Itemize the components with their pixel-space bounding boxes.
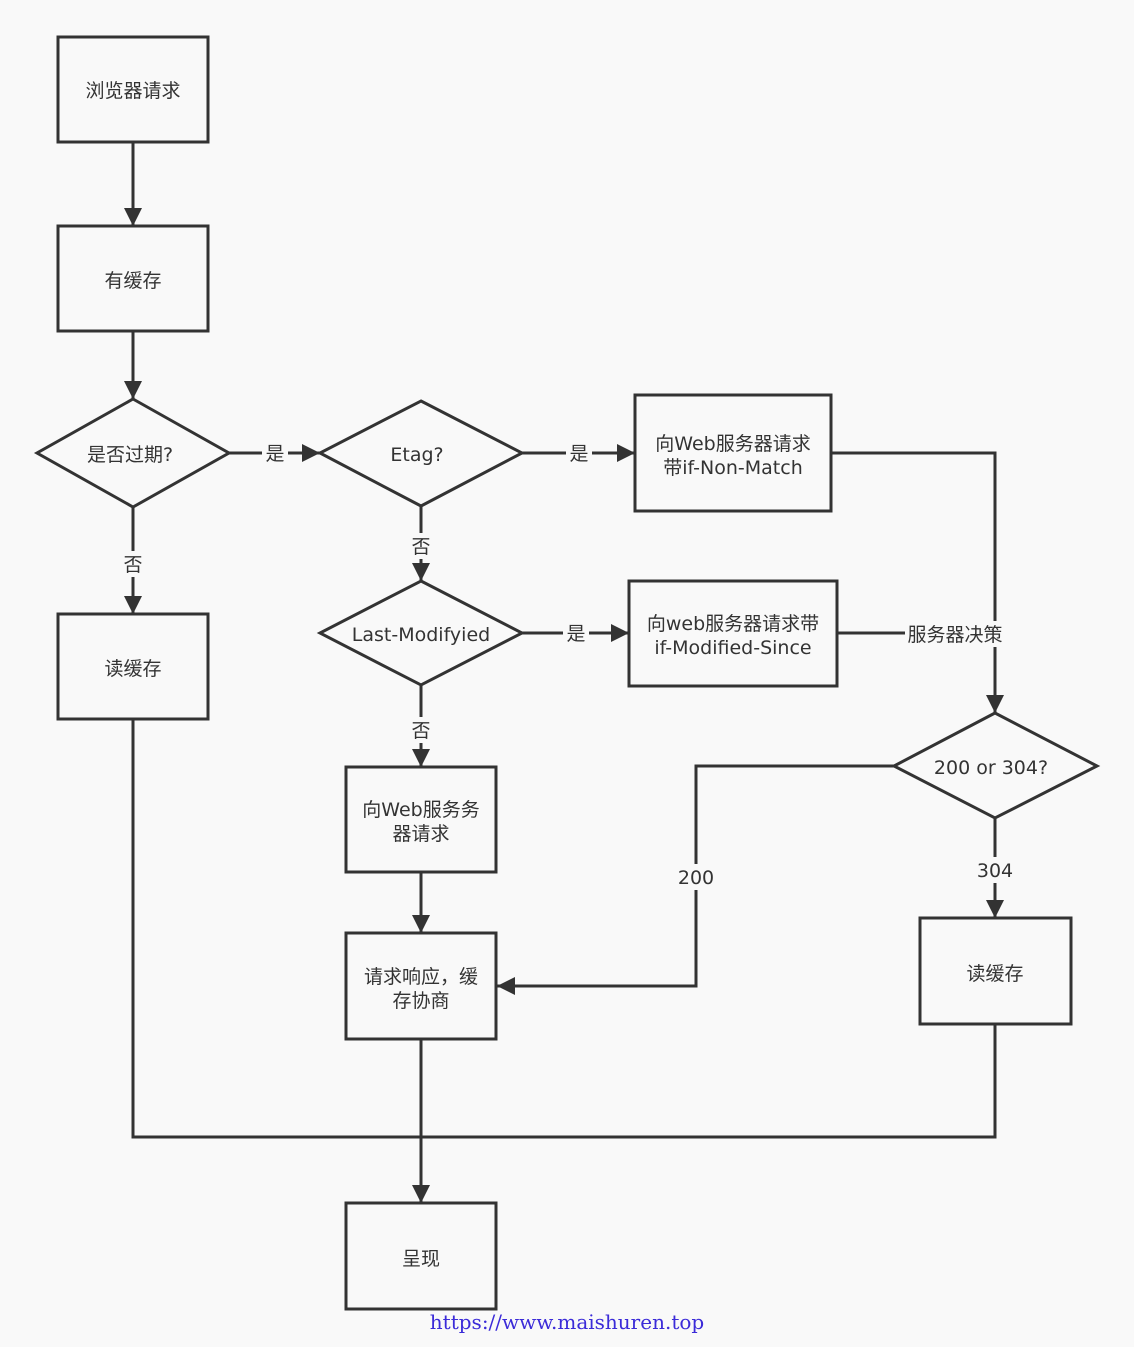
node-modified-since-line-1: 向web服务器请求带 (647, 613, 819, 635)
label-last-modified-no: 否 (411, 720, 430, 742)
label-expired-no: 否 (123, 554, 142, 576)
node-modified-since-line-2: if-Modified-Since (654, 637, 811, 659)
node-response-negotiate: 请求响应，缓 存协商 (344, 931, 498, 1041)
edge-read-cache-left-to-merge (131, 719, 997, 1139)
node-render: 呈现 (344, 1201, 498, 1311)
node-request-web-line-2: 器请求 (392, 823, 449, 845)
node-status-label: 200 or 304? (934, 757, 1048, 779)
node-has-cache-label: 有缓存 (104, 270, 161, 292)
node-etag-label: Etag? (390, 444, 443, 466)
label-etag-yes: 是 (569, 443, 588, 465)
label-last-modified-yes: 是 (566, 623, 585, 645)
node-read-cache-left-label: 读缓存 (104, 658, 161, 680)
node-none-match-line-2: 带if-Non-Match (663, 457, 803, 479)
node-request-web: 向Web服务务 器请求 (344, 765, 498, 874)
node-expired-label: 是否过期? (87, 444, 173, 466)
label-status-304: 304 (977, 860, 1013, 882)
node-request-web-line-1: 向Web服务务 (362, 799, 479, 821)
label-status-200: 200 (678, 867, 714, 889)
node-last-modified-label: Last-Modifyied (352, 624, 490, 646)
label-etag-no: 否 (411, 536, 430, 558)
node-read-cache-left: 读缓存 (56, 612, 210, 721)
node-none-match-line-1: 向Web服务器请求 (655, 433, 810, 455)
node-read-cache-right-label: 读缓存 (966, 963, 1023, 985)
node-browser-request-label: 浏览器请求 (85, 80, 180, 102)
node-request-if-modified-since: 向web服务器请求带 if-Modified-Since (627, 579, 839, 688)
edges (124, 142, 1004, 1203)
label-server-decision: 服务器决策 (907, 624, 1002, 646)
edge-none-match-to-status (831, 451, 1004, 713)
node-etag-decision: Etag? (316, 399, 526, 508)
node-has-cache: 有缓存 (56, 224, 210, 333)
node-read-cache-right: 读缓存 (918, 916, 1073, 1026)
watermark-url: https://www.maishuren.top (429, 1310, 705, 1334)
node-last-modified-decision: Last-Modifyied (316, 579, 526, 687)
label-expired-yes: 是 (265, 443, 284, 465)
node-render-label: 呈现 (402, 1248, 440, 1270)
node-expired-decision: 是否过期? (33, 397, 233, 509)
node-request-if-none-match: 向Web服务器请求 带if-Non-Match (633, 393, 833, 513)
node-response-line-1: 请求响应，缓 (364, 966, 478, 988)
node-browser-request: 浏览器请求 (56, 35, 210, 144)
node-status-decision: 200 or 304? (890, 711, 1101, 820)
edge-labels: 是 是 否 否 是 服务器决策 否 200 304 (120, 441, 1015, 890)
node-response-line-2: 存协商 (392, 990, 449, 1012)
